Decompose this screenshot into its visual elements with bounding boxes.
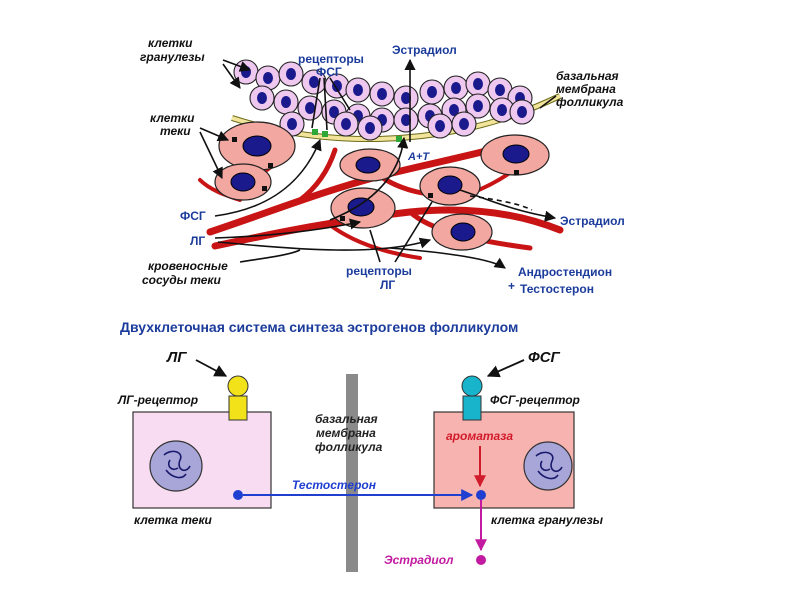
label-theca-cells-line2: теки <box>160 124 191 138</box>
theca-cell <box>218 121 296 171</box>
label-lh-top: ЛГ <box>190 234 205 248</box>
label-theca-cells-line1: клетки <box>150 111 195 125</box>
label-a-plus-t: А+Т <box>407 151 430 163</box>
label-membrane-bottom-line3: фолликула <box>315 440 383 454</box>
label-lh-receptors-line2: ЛГ <box>380 278 395 292</box>
label-estradiol-bottom: Эстрадиол <box>384 553 454 567</box>
granulosa-cell <box>278 61 304 87</box>
granulosa-cell <box>509 99 535 125</box>
granulosa-cell <box>369 81 395 107</box>
label-granulosa-cell: клетка гранулезы <box>491 513 604 527</box>
granulosa-cell <box>233 59 259 85</box>
estradiol-dot <box>476 555 486 565</box>
label-granulosa-cells-line2: гранулезы <box>140 50 205 64</box>
label-estradiol-top: Эстрадиол <box>392 43 457 57</box>
granulosa-cell <box>451 111 477 137</box>
granulosa-cell <box>333 111 359 137</box>
label-membrane-bottom-line1: базальная <box>315 412 378 426</box>
theca-cells <box>214 121 550 251</box>
granulosa-cell <box>249 85 275 111</box>
granulosa-cell <box>443 75 469 101</box>
label-estradiol-right: Эстрадиол <box>560 214 625 228</box>
fsh-receptor <box>461 375 483 421</box>
label-fsh-top: ФСГ <box>180 209 206 223</box>
label-granulosa-cells-line1: клетки <box>148 36 193 50</box>
lh-receptor <box>227 375 249 421</box>
theca-cell <box>214 163 272 201</box>
theca-cell <box>339 148 401 182</box>
top-arrows <box>199 58 557 269</box>
theca-cell <box>480 134 550 176</box>
granulosa-cell <box>465 93 491 119</box>
granulosa-cell <box>273 89 299 115</box>
top-diagram: клетки гранулезы рецепторы ФСГ Эстрадиол… <box>140 36 625 296</box>
label-basal-membrane-line2: мембрана <box>556 82 616 96</box>
lh-arrow <box>195 359 228 377</box>
granulosa-cell <box>427 113 453 139</box>
basal-membrane-bar <box>346 374 358 572</box>
theca-cell <box>330 187 396 229</box>
label-basal-membrane-line3: фолликула <box>556 95 624 109</box>
label-blood-vessels-line2: сосуды теки <box>142 273 221 287</box>
granulosa-cell <box>345 77 371 103</box>
label-plus: + <box>508 279 515 293</box>
label-testosterone-top: Тестостерон <box>520 282 594 296</box>
label-blood-vessels-line1: кровеносные <box>148 259 228 273</box>
granulosa-cell <box>357 115 383 141</box>
theca-cell <box>431 213 493 251</box>
theca-cell <box>419 166 481 206</box>
label-androstenedione: Андростендион <box>518 265 612 279</box>
label-lh-receptors-line1: рецепторы <box>346 264 412 278</box>
fsh-arrow <box>486 359 525 378</box>
testosterone-source-dot <box>233 490 243 500</box>
label-basal-membrane-line1: базальная <box>556 69 619 83</box>
top-labels: клетки гранулезы рецепторы ФСГ Эстрадиол… <box>140 36 625 296</box>
granulosa-cell <box>419 79 445 105</box>
bottom-diagram: Двухклеточная система синтеза эстрогенов… <box>117 319 604 572</box>
label-membrane-bottom-line2: мембрана <box>316 426 376 440</box>
label-lh-receptor: ЛГ-рецептор <box>117 393 198 407</box>
granulosa-cell <box>393 85 419 111</box>
label-fsh-receptors-line1: рецепторы <box>298 52 364 66</box>
label-fsh-receptor: ФСГ-рецептор <box>490 393 580 407</box>
label-testosterone-bottom: Тестостерон <box>292 478 377 492</box>
theca-cell-box <box>132 411 272 509</box>
label-fsh-bottom: ФСГ <box>528 349 561 366</box>
granulosa-cell <box>465 71 491 97</box>
granulosa-cell-box <box>433 411 575 509</box>
conversion-dot <box>476 490 486 500</box>
label-theca-cell: клетка теки <box>134 513 213 527</box>
label-lh-bottom: ЛГ <box>166 349 187 366</box>
diagram-title: Двухклеточная система синтеза эстрогенов… <box>120 319 518 335</box>
label-aromatase: ароматаза <box>446 429 513 443</box>
granulosa-cell <box>393 107 419 133</box>
label-fsh-receptors-line2: ФСГ <box>316 65 342 79</box>
